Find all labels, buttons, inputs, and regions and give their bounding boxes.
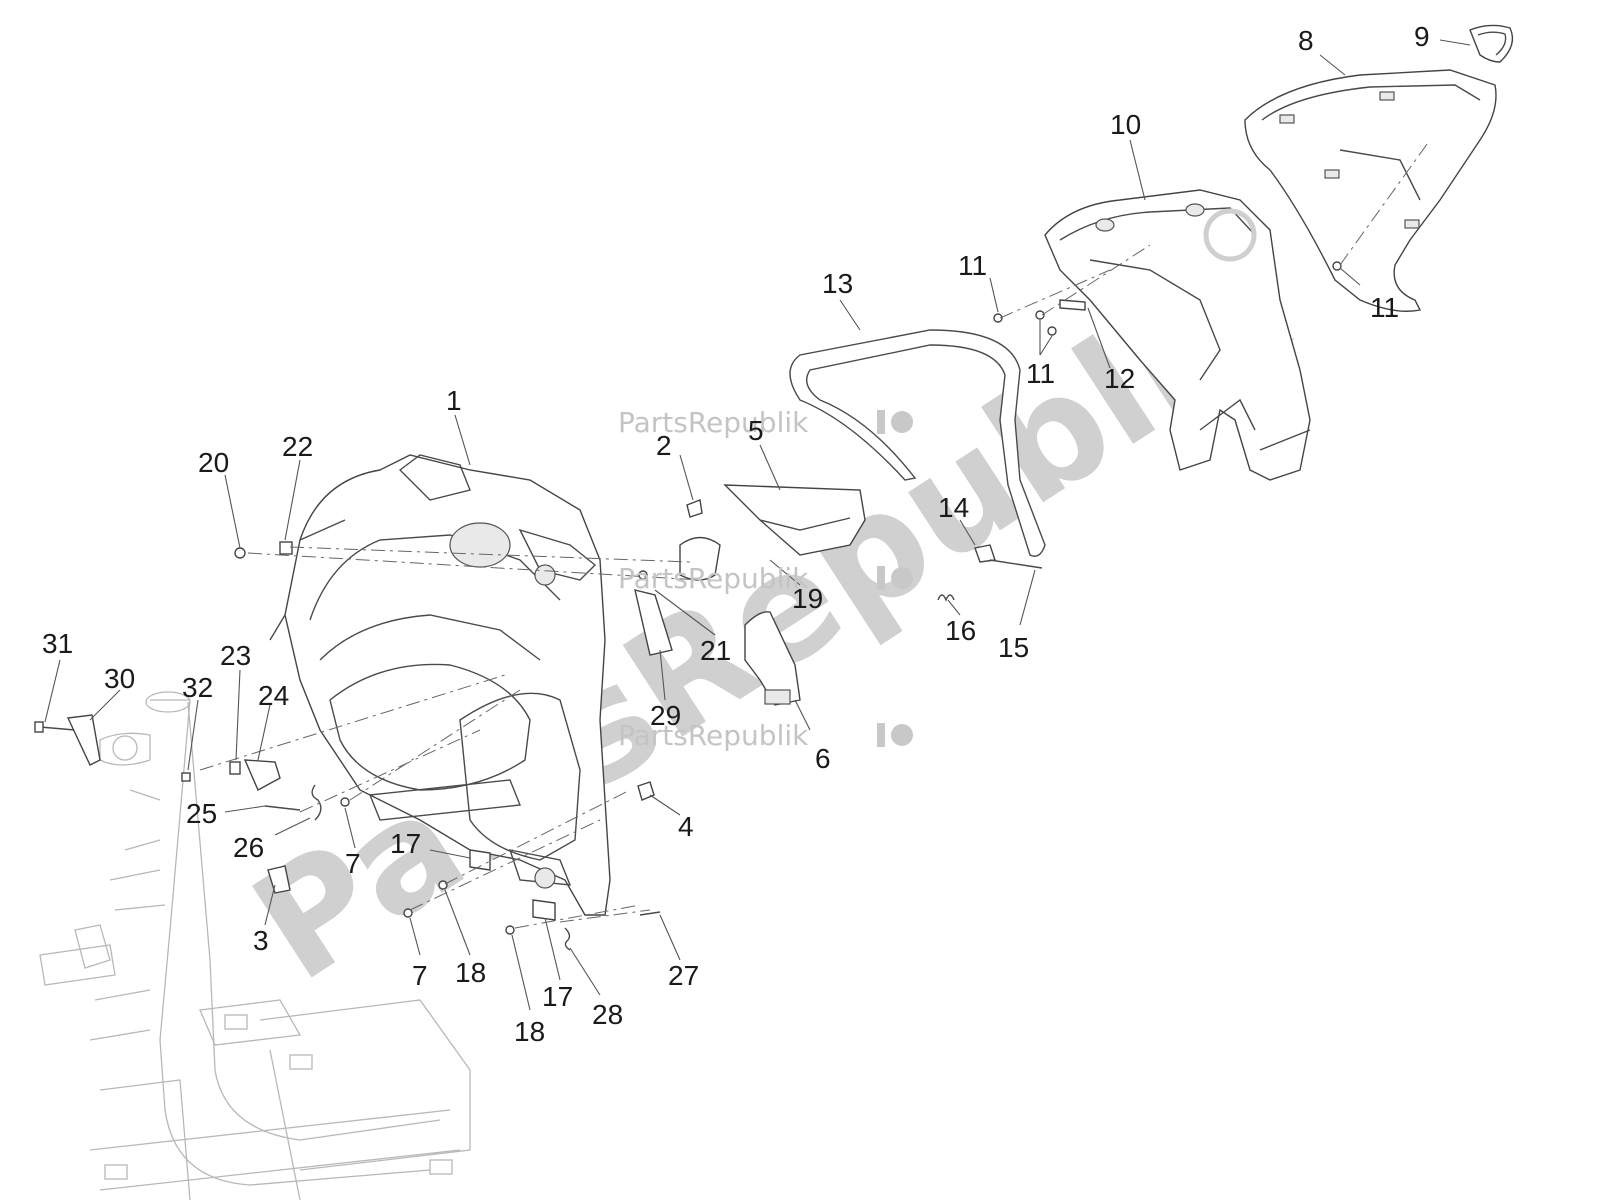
callout-27: 27 — [668, 960, 699, 991]
callout-5: 5 — [748, 415, 764, 446]
callout-12: 12 — [1104, 363, 1135, 394]
watermark-2: PartsRepublik — [618, 562, 809, 595]
callout-25: 25 — [186, 798, 217, 829]
callout-3: 3 — [253, 925, 269, 956]
callout-19: 19 — [792, 583, 823, 614]
callout-16: 16 — [945, 615, 976, 646]
callout-24: 24 — [258, 680, 289, 711]
callout-26: 26 — [233, 832, 264, 863]
callout-20: 20 — [198, 447, 229, 478]
watermark-3: PartsRepublik — [618, 719, 809, 752]
callout-14: 14 — [938, 492, 969, 523]
callout-8: 8 — [1298, 25, 1314, 56]
callout-28: 28 — [592, 999, 623, 1030]
callout-29: 29 — [650, 700, 681, 731]
callout-31: 31 — [42, 628, 73, 659]
callout-17b: 17 — [542, 981, 573, 1012]
callout-2: 2 — [656, 430, 672, 461]
frame-drawing — [39, 691, 471, 1200]
callout-13: 13 — [822, 268, 853, 299]
callout-18b: 18 — [514, 1016, 545, 1047]
watermark-1: PartsRepublik — [618, 406, 809, 439]
callout-15: 15 — [998, 632, 1029, 663]
callout-17a: 17 — [390, 828, 421, 859]
part-9-emblem — [1469, 24, 1514, 63]
callout-7b: 7 — [412, 960, 428, 991]
small-hardware — [34, 261, 1342, 951]
callout-9: 9 — [1414, 21, 1430, 52]
part-8-back-shell — [1244, 69, 1497, 312]
callout-1: 1 — [446, 385, 462, 416]
callout-30: 30 — [104, 663, 135, 694]
callout-11b: 11 — [1370, 292, 1399, 323]
part-6-bracket — [744, 611, 801, 706]
callout-11c: 11 — [1026, 358, 1055, 389]
part-13-seal-strip — [789, 329, 1046, 557]
callout-21: 21 — [700, 635, 731, 666]
callout-6: 6 — [815, 743, 831, 774]
callout-10: 10 — [1110, 109, 1141, 140]
leader-lines — [44, 39, 1471, 1011]
alignment-lines — [199, 139, 1431, 929]
part-5-pocket-panel — [723, 484, 866, 556]
callout-4: 4 — [678, 811, 694, 842]
callout-11a: 11 — [958, 250, 987, 281]
callout-23: 23 — [220, 640, 251, 671]
callout-labels: 1 2 3 4 5 6 7 7 8 9 10 11 11 11 12 13 14… — [42, 21, 1430, 1047]
callout-7a: 7 — [345, 848, 361, 879]
callout-22: 22 — [282, 431, 313, 462]
callout-32: 32 — [182, 672, 213, 703]
part-10-rear-panel — [1044, 189, 1311, 481]
small-watermarks: PartsRepublik PartsRepublik PartsRepubli… — [618, 208, 1257, 752]
callout-18a: 18 — [455, 957, 486, 988]
